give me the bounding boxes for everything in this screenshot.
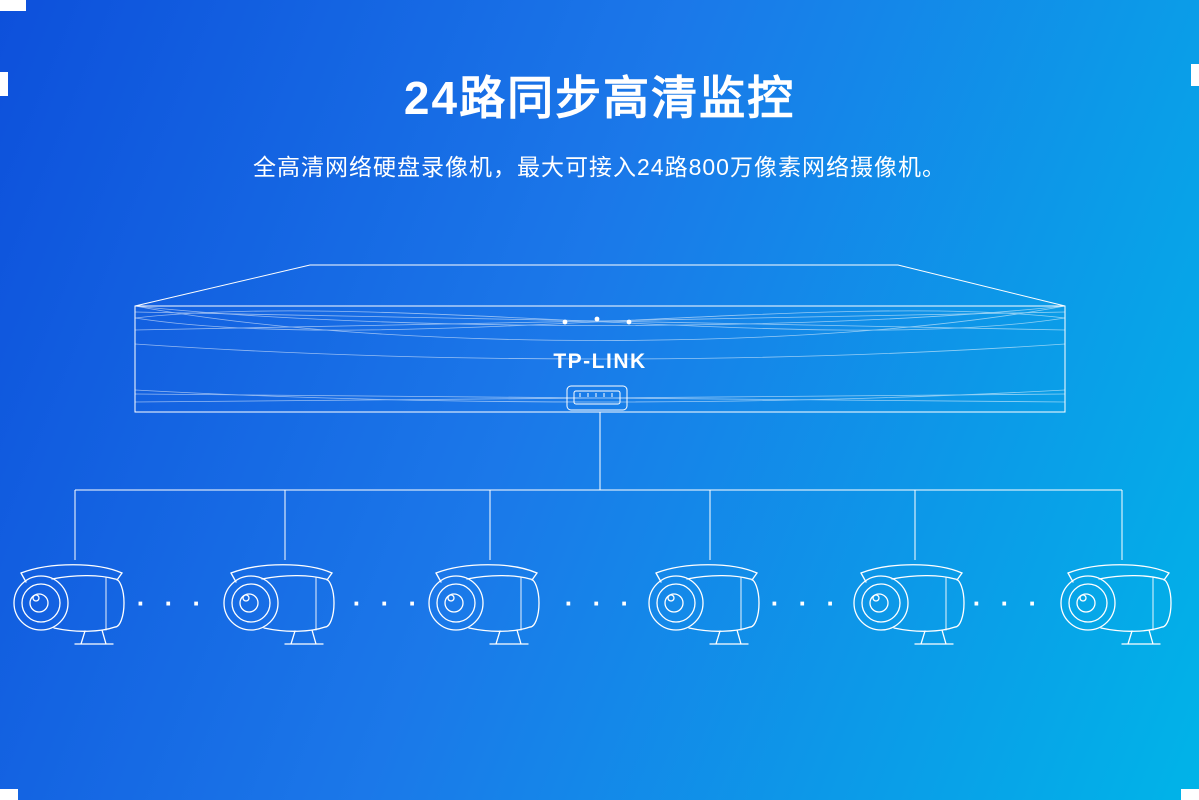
camera-illustration [845,552,985,652]
page-edge-artifact [0,789,18,800]
camera-illustration [5,552,145,652]
page-title: 24路同步高清监控 [403,72,796,124]
status-led [594,316,600,322]
nvr-front-face [134,305,1066,413]
bullet-camera-icon [640,552,780,652]
page-edge-artifact [1191,64,1199,86]
more-cameras-ellipsis: · · · [770,588,842,618]
bullet-camera-icon [5,552,145,652]
more-cameras-ellipsis: · · · [352,588,424,618]
page-edge-artifact [0,0,26,11]
usb-port [566,385,628,411]
subtitle: 全高清网络硬盘录像机，最大可接入24路800万像素网络摄像机。 [253,154,946,180]
status-led [562,319,568,325]
brand-logo: TP-LINK [553,350,647,373]
page-edge-artifact [1181,789,1199,800]
camera-illustration [215,552,355,652]
more-cameras-ellipsis: · · · [564,588,636,618]
nvr-device: TP-LINK [130,260,1070,420]
status-leds [562,316,632,325]
camera-illustration [420,552,560,652]
camera-illustration [1052,552,1192,652]
bullet-camera-icon [845,552,985,652]
nvr-outline-drawing [134,264,1066,413]
more-cameras-ellipsis: · · · [136,588,208,618]
nvr-decorative-lines [134,305,1066,403]
bullet-camera-icon [420,552,560,652]
nvr-top-face [134,264,1066,307]
status-led [626,319,632,325]
camera-illustration [640,552,780,652]
bullet-camera-icon [1052,552,1192,652]
more-cameras-ellipsis: · · · [972,588,1044,618]
page-edge-artifact [0,72,8,96]
bullet-camera-icon [215,552,355,652]
